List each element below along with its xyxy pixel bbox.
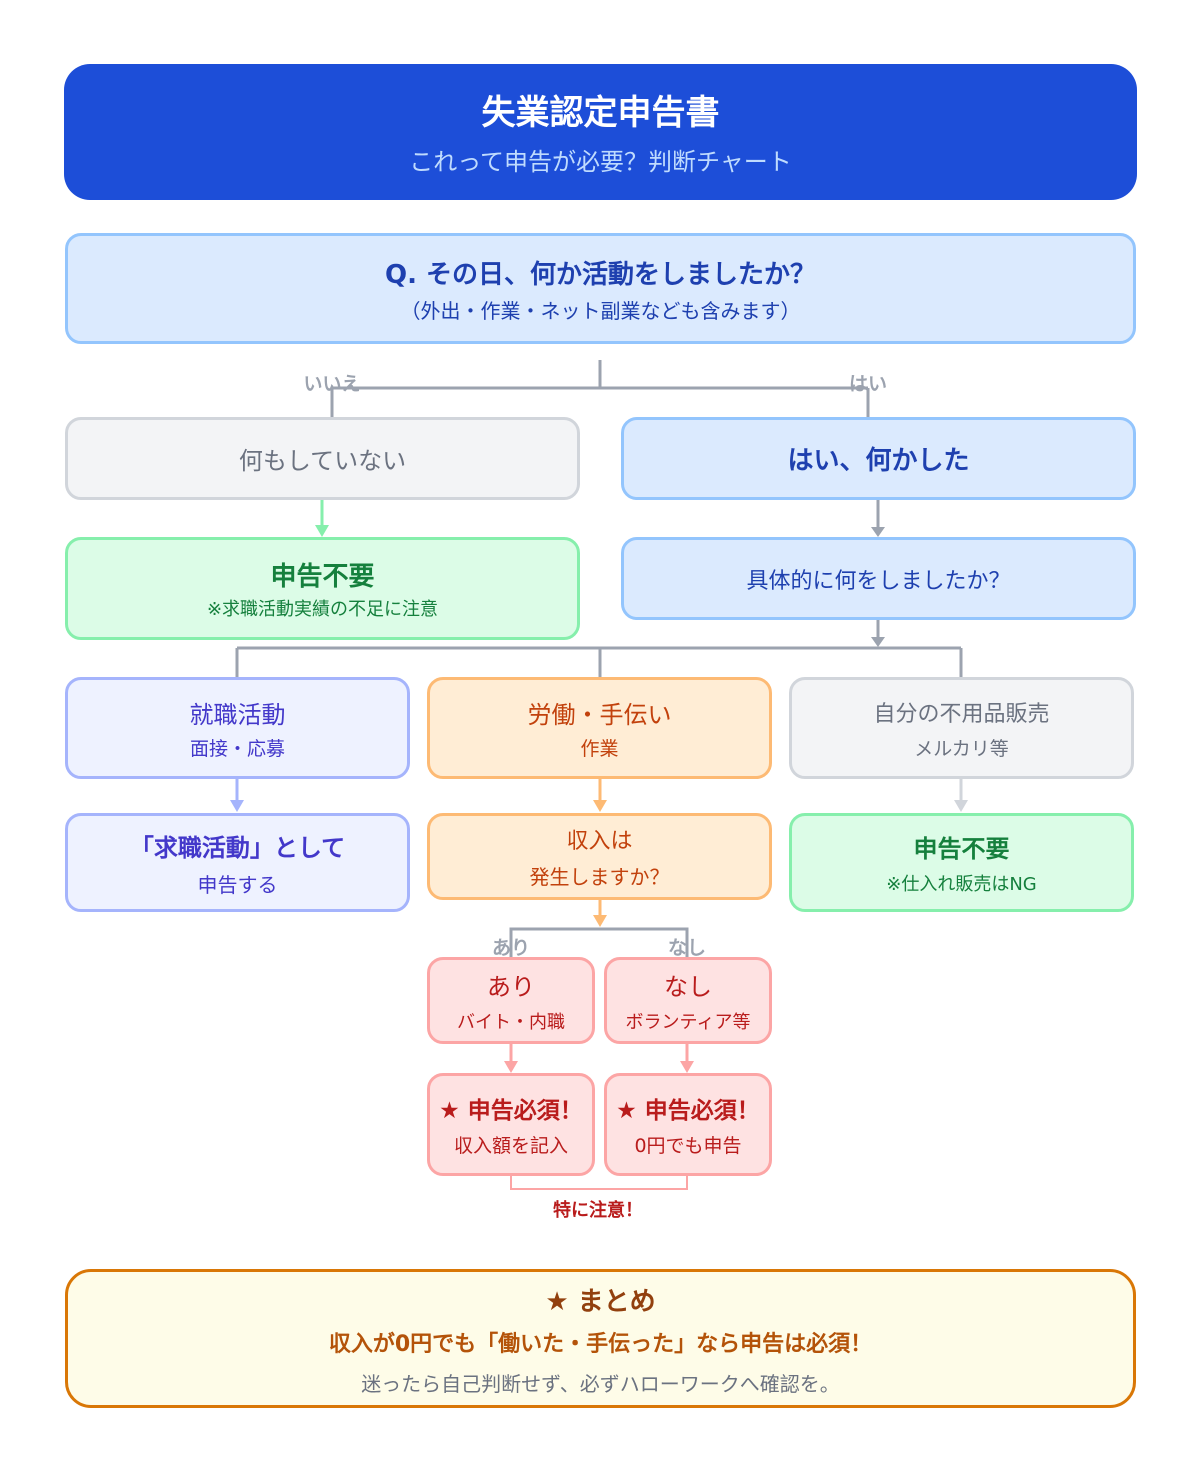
activity-title: 労働・手伝い [527, 701, 672, 729]
summary-note: 迷ったら自己判断せず、必ずハローワークへ確認を。 [361, 1371, 840, 1396]
question-sub: （外出・作業・ネット副業なども含みます） [400, 298, 801, 323]
result-sub: 申告する [197, 872, 278, 897]
header-banner: 失業認定申告書 これって申告が必要？判断チャート [64, 64, 1137, 200]
what-did-label: 具体的に何をしましたか？ [746, 568, 1011, 594]
activity-work: 労働・手伝い 作業 [427, 677, 772, 779]
must-report-zero-box: ★ 申告必須！ 0円でも申告 [604, 1073, 772, 1176]
must-report-sub: 収入額を記入 [453, 1135, 568, 1157]
yes-activity-box: はい、何かした [621, 417, 1136, 500]
activity-selling: 自分の不用品販売 メルカリ等 [789, 677, 1134, 779]
activity-title: 就職活動 [189, 701, 286, 729]
income-yes-box: あり バイト・内職 [427, 957, 595, 1044]
activity-sub: 作業 [580, 738, 619, 760]
page-subtitle: これって申告が必要？判断チャート [409, 148, 792, 176]
page-title: 失業認定申告書 [481, 93, 720, 133]
label-income-yes: あり [491, 937, 531, 959]
activity-sub: メルカリ等 [914, 737, 1009, 760]
activity-title: 自分の不用品販売 [873, 701, 1050, 727]
must-report-income-box: ★ 申告必須！ 収入額を記入 [427, 1073, 595, 1176]
must-report-title: ★ 申告必須！ [616, 1098, 760, 1124]
selling-no-report: 申告不要 ※仕入れ販売はNG [789, 813, 1134, 912]
result-title: 申告不要 [913, 835, 1010, 863]
attention-label: 特に注意！ [553, 1200, 643, 1221]
result-sub: ※仕入れ販売はNG [886, 874, 1037, 895]
label-income-no: なし [667, 937, 707, 959]
income-sub: バイト・内職 [457, 1012, 565, 1033]
what-did-box: 具体的に何をしましたか？ [621, 537, 1136, 620]
must-report-title: ★ 申告必須！ [439, 1098, 583, 1124]
label-yes: はい [848, 373, 888, 395]
no-report-box: 申告不要 ※求職活動実績の不足に注意 [65, 537, 580, 640]
question-title: Q. その日、何か活動をしましたか？ [384, 259, 817, 290]
report-as-job-hunting: 「求職活動」として 申告する [65, 813, 410, 912]
no-activity-box: 何もしていない [65, 417, 580, 500]
activity-job-hunting: 就職活動 面接・応募 [65, 677, 410, 779]
no-activity-label: 何もしていない [238, 447, 407, 475]
summary-box: ★ まとめ 収入が0円でも「働いた・手伝った」なら申告は必須！ 迷ったら自己判断… [65, 1269, 1136, 1408]
result-sub: 発生しますか？ [529, 865, 670, 889]
must-report-sub: 0円でも申告 [634, 1135, 742, 1157]
label-no: いいえ [303, 373, 361, 395]
activity-sub: 面接・応募 [189, 738, 285, 760]
yes-activity-label: はい、何かした [787, 446, 970, 476]
summary-title: ★ まとめ [545, 1286, 656, 1317]
income-sub: ボランティア等 [625, 1012, 751, 1033]
income-title: あり [487, 973, 535, 1001]
result-title: 収入は [566, 829, 633, 854]
no-report-note: ※求職活動実績の不足に注意 [206, 599, 439, 620]
result-title: 「求職活動」として [129, 833, 346, 862]
summary-main: 収入が0円でも「働いた・手伝った」なら申告は必須！ [328, 1331, 873, 1357]
income-no-box: なし ボランティア等 [604, 957, 772, 1044]
question-box: Q. その日、何か活動をしましたか？ （外出・作業・ネット副業なども含みます） [65, 233, 1136, 344]
no-report-title: 申告不要 [270, 562, 375, 592]
income-title: なし [664, 973, 712, 1001]
income-question: 収入は 発生しますか？ [427, 813, 772, 900]
